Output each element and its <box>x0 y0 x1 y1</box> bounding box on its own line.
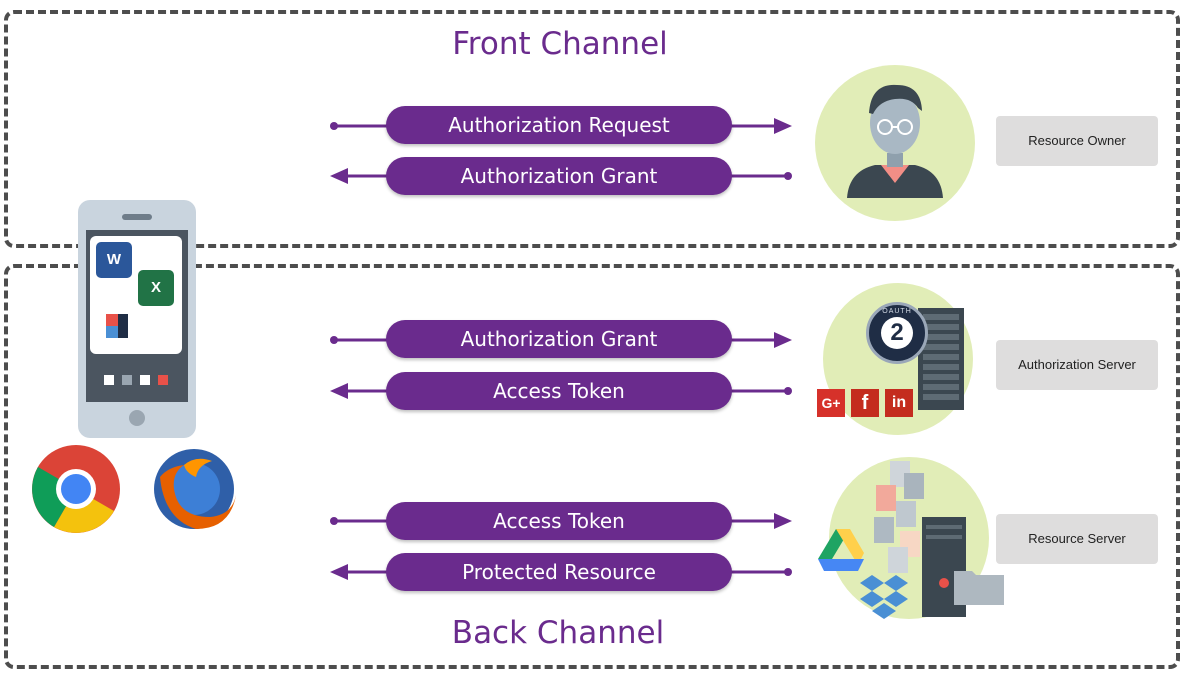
home-button-icon <box>129 410 145 426</box>
dot-icon <box>122 375 132 385</box>
google-drive-icon <box>818 529 864 571</box>
oauth-badge-number: 2 <box>881 317 913 349</box>
message-authorization-grant-front: Authorization Grant <box>386 157 732 195</box>
resource-server-icons <box>818 461 1004 619</box>
dot-icon <box>140 375 150 385</box>
message-protected-resource: Protected Resource <box>386 553 732 591</box>
chrome-icon <box>32 445 120 533</box>
back-channel-title: Back Channel <box>451 615 665 651</box>
google-plus-icon: G+ <box>817 389 845 417</box>
app-logo-icon <box>106 314 128 338</box>
oauth-badge-text: OAUTH <box>882 308 912 315</box>
message-access-token-response: Access Token <box>386 372 732 410</box>
person-icon <box>847 84 943 198</box>
resource-server-label: Resource Server <box>996 514 1158 564</box>
dropbox-icon <box>860 575 908 619</box>
word-app-icon: W <box>96 242 132 278</box>
dot-icon <box>104 375 114 385</box>
document-icons <box>874 461 924 573</box>
resource-owner-label: Resource Owner <box>996 116 1158 166</box>
authorization-server-label: Authorization Server <box>996 340 1158 390</box>
linkedin-icon: in <box>885 389 913 417</box>
message-access-token-request: Access Token <box>386 502 732 540</box>
front-channel-title: Front Channel <box>452 26 668 62</box>
dot-icon <box>158 375 168 385</box>
message-authorization-request: Authorization Request <box>386 106 732 144</box>
facebook-icon: f <box>851 389 879 417</box>
phone-speaker <box>122 214 152 220</box>
excel-app-icon: X <box>138 270 174 306</box>
folder-icon <box>954 571 1004 605</box>
oauth2-badge: OAUTH 2 <box>866 302 928 364</box>
phone-icon: W X <box>78 200 196 438</box>
firefox-icon <box>154 449 236 529</box>
message-authorization-grant-back: Authorization Grant <box>386 320 732 358</box>
